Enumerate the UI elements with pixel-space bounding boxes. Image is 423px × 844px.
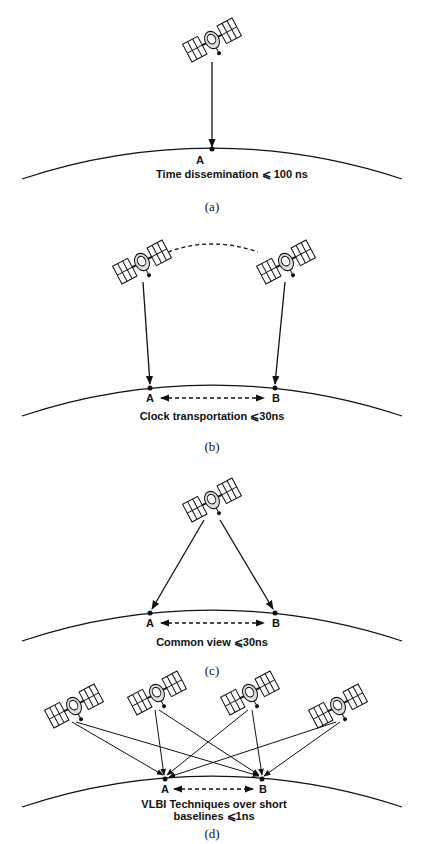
- panel-letter: (a): [205, 200, 219, 214]
- baseline-arrow: [161, 397, 264, 398]
- satellite: [45, 684, 107, 734]
- station-label: A: [196, 154, 204, 166]
- station-label: B: [272, 617, 280, 629]
- station-label: A: [146, 617, 154, 629]
- satellites: [45, 18, 371, 734]
- satellite: [221, 671, 283, 721]
- signal-line: [152, 520, 204, 609]
- orbit-path: [168, 244, 258, 252]
- satellite: [183, 18, 245, 68]
- satellite: [257, 240, 319, 290]
- panel-letter: (c): [205, 664, 219, 678]
- baseline-arrow: [161, 622, 264, 623]
- station-label: B: [259, 783, 267, 795]
- caption-text: Clock transportation ⩽30ns: [140, 410, 285, 422]
- caption-text: Common view ⩽30ns: [156, 636, 268, 648]
- station-label: B: [272, 392, 280, 404]
- station-label: A: [161, 783, 169, 795]
- panel-letter: (b): [204, 440, 219, 454]
- signal-line: [211, 62, 212, 147]
- satellite: [183, 478, 245, 528]
- signal-line: [143, 282, 150, 384]
- caption-text: Time dissemination ⩽ 100 ns: [156, 168, 308, 180]
- signal-lines: [72, 710, 340, 777]
- satellite: [113, 240, 175, 290]
- satellite: [309, 684, 371, 734]
- signal-line: [220, 520, 273, 609]
- caption-text: VLBI Techniques over short baselines ⩽1n…: [134, 798, 294, 822]
- earth-arc: [22, 148, 402, 179]
- baseline-arrow: [174, 788, 253, 789]
- panel-letter: (d): [204, 827, 219, 841]
- station-label: A: [146, 392, 154, 404]
- signal-line: [275, 282, 285, 384]
- satellite: [128, 671, 190, 721]
